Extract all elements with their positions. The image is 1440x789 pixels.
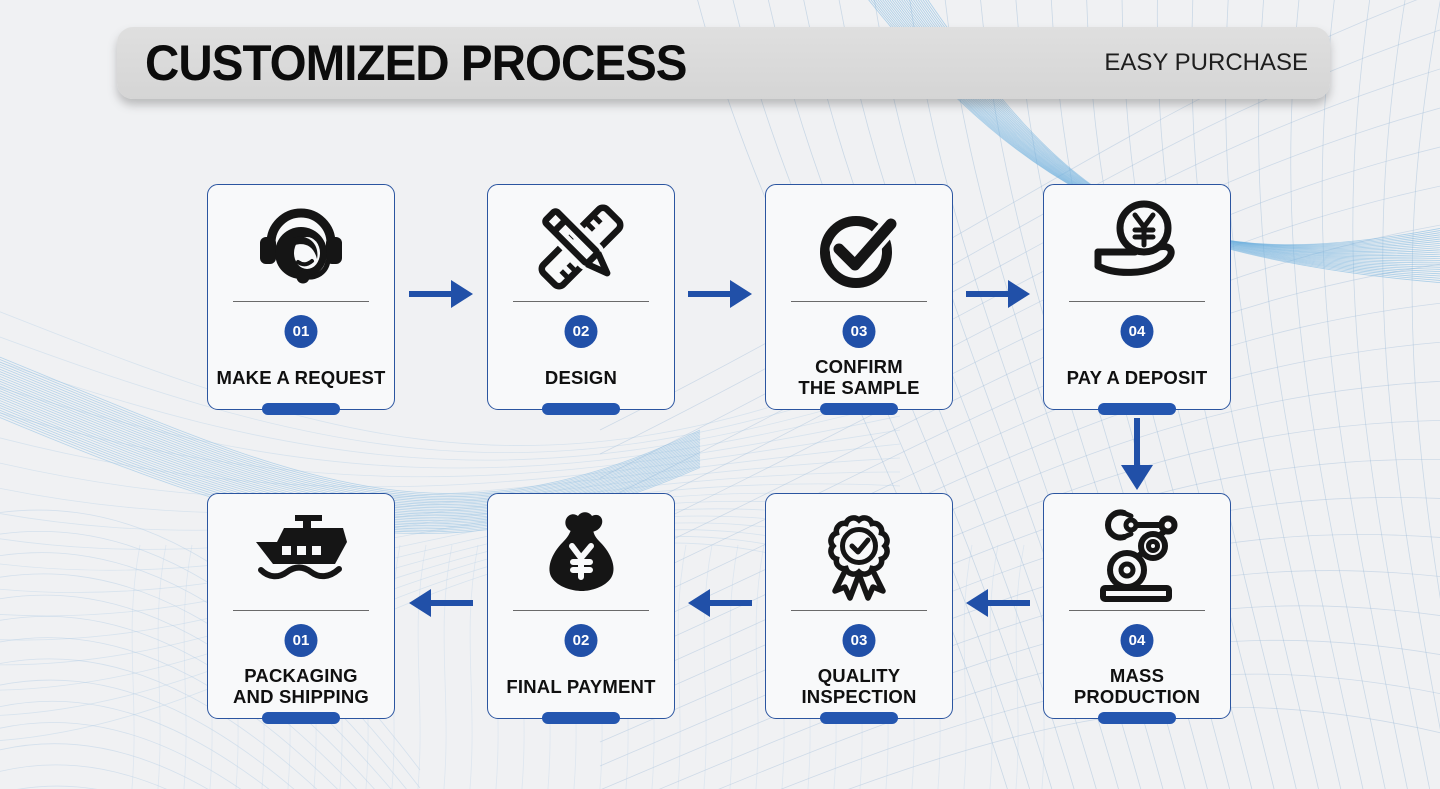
card-divider	[233, 301, 369, 302]
card-divider	[513, 301, 649, 302]
step-card-make-a-request: 01 MAKE A REQUEST	[207, 184, 395, 415]
step-label: MAKE A REQUEST	[216, 366, 386, 388]
ruler-pencil-icon	[530, 197, 632, 297]
step-card-confirm-sample: 03 CONFIRM THE SAMPLE	[765, 184, 953, 415]
card-bottom-bar	[262, 403, 340, 415]
customer-service-icon	[250, 197, 352, 297]
card-divider	[233, 610, 369, 611]
step-number-badge: 03	[842, 315, 876, 348]
flow-arrow-right-icon	[966, 280, 1030, 308]
step-label: PAY A DEPOSIT	[1066, 366, 1208, 388]
card-divider	[791, 610, 927, 611]
step-card-quality-inspection: 03 QUALITY INSPECTION	[765, 493, 953, 724]
step-label: MASS PRODUCTION	[1073, 665, 1201, 707]
card-bottom-bar	[820, 712, 898, 724]
step-number-badge: 01	[284, 624, 318, 657]
step-label: DESIGN	[544, 366, 618, 388]
robot-arm-icon	[1086, 506, 1188, 606]
step-number-badge: 02	[564, 624, 598, 657]
check-circle-icon	[808, 197, 910, 297]
flow-arrow-left-icon	[688, 589, 752, 617]
card-divider	[791, 301, 927, 302]
coin-hand-icon	[1086, 197, 1188, 297]
flow-arrow-right-icon	[688, 280, 752, 308]
card-bottom-bar	[1098, 403, 1176, 415]
step-label: PACKAGING AND SHIPPING	[232, 665, 370, 707]
header-tagline: EASY PURCHASE	[1104, 49, 1308, 76]
card-divider	[1069, 610, 1205, 611]
card-bottom-bar	[542, 403, 620, 415]
card-bottom-bar	[542, 712, 620, 724]
step-number-badge: 01	[284, 315, 318, 348]
cargo-ship-icon	[250, 506, 352, 606]
card-bottom-bar	[1098, 712, 1176, 724]
step-card-design: 02 DESIGN	[487, 184, 675, 415]
step-label: CONFIRM THE SAMPLE	[798, 356, 920, 398]
flow-arrow-down-icon	[1121, 418, 1153, 490]
step-number-badge: 03	[842, 624, 876, 657]
flow-arrow-right-icon	[409, 280, 473, 308]
card-divider	[513, 610, 649, 611]
step-card-final-payment: 02 FINAL PAYMENT	[487, 493, 675, 724]
step-card-pay-deposit: 04 PAY A DEPOSIT	[1043, 184, 1231, 415]
quality-badge-icon	[808, 506, 910, 606]
step-label: QUALITY INSPECTION	[801, 665, 917, 707]
header-bar: CUSTOMIZED PROCESS EASY PURCHASE	[117, 27, 1330, 99]
card-bottom-bar	[262, 712, 340, 724]
step-number-badge: 04	[1120, 624, 1154, 657]
step-number-badge: 04	[1120, 315, 1154, 348]
flow-arrow-left-icon	[409, 589, 473, 617]
step-number-badge: 02	[564, 315, 598, 348]
card-divider	[1069, 301, 1205, 302]
money-bag-icon	[530, 506, 632, 606]
page-title: CUSTOMIZED PROCESS	[145, 35, 687, 91]
flow-arrow-left-icon	[966, 589, 1030, 617]
step-card-mass-production: 04 MASS PRODUCTION	[1043, 493, 1231, 724]
step-card-packaging-shipping: 01 PACKAGING AND SHIPPING	[207, 493, 395, 724]
card-bottom-bar	[820, 403, 898, 415]
step-label: FINAL PAYMENT	[506, 675, 656, 697]
